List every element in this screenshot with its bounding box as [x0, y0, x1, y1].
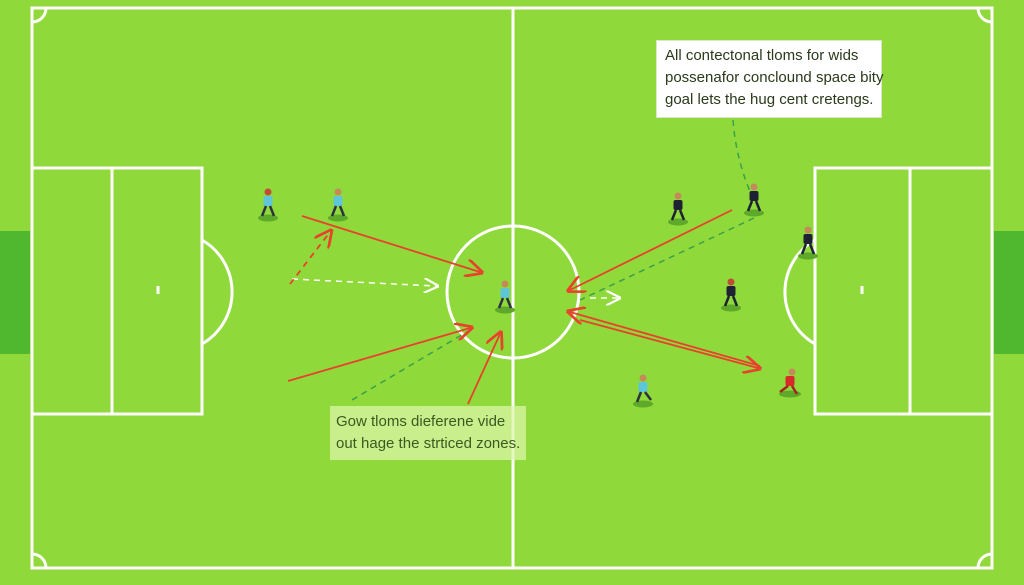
- pass-line-bottom-note: [351, 329, 471, 401]
- players: [258, 183, 818, 408]
- annotation-bottom-line-1: Gow tloms dieferene vide: [336, 413, 506, 430]
- corner-arc-top-right: [976, 7, 993, 24]
- pitch-markings: [30, 6, 994, 570]
- player-away-1: [668, 192, 688, 226]
- right-goal: [994, 231, 1024, 354]
- left-goal: [0, 231, 30, 354]
- arrow-right-top: [570, 209, 733, 290]
- arrow-left-bottom: [287, 328, 470, 382]
- right-penalty-arc: [783, 238, 816, 346]
- corner-arc-top-left: [31, 7, 48, 24]
- annotation-bottom-center: Gow tloms dieferene vide out hage the st…: [330, 406, 526, 460]
- annotation-top-right: All contectonal tloms for wids possenafo…: [656, 40, 884, 118]
- corner-arc-bottom-left: [31, 552, 48, 569]
- annotation-top-line-2: possenafor conclound space bity: [665, 69, 884, 86]
- player-home-2: [328, 188, 348, 222]
- player-away-3: [798, 226, 818, 260]
- player-away-2: [744, 183, 764, 217]
- arrow-left-upward: [467, 334, 500, 405]
- run-line-left: [291, 279, 436, 286]
- right-goal-area: [908, 166, 994, 416]
- player-home-center: [495, 280, 515, 314]
- player-home-1: [258, 188, 278, 222]
- corner-arc-bottom-right: [976, 552, 993, 569]
- left-penalty-arc: [201, 238, 234, 346]
- annotation-bottom-line-2: out hage the strticed zones.: [336, 435, 521, 452]
- attack-arrows: [287, 209, 761, 405]
- player-red: [779, 368, 801, 398]
- player-away-4: [721, 278, 741, 312]
- annotation-top-line-1: All contectonal tloms for wids: [665, 47, 859, 64]
- annotation-top-line-3: goal lets the hug cent cretengs.: [665, 91, 874, 108]
- arrow-left-top: [301, 215, 480, 272]
- left-goal-area: [30, 166, 114, 416]
- dashed-pass-lines: [351, 119, 755, 401]
- pass-line-top-note: [732, 119, 753, 197]
- arrow-right-out: [579, 319, 758, 368]
- player-home-3: [633, 374, 653, 408]
- arrow-right-bottom: [570, 312, 761, 367]
